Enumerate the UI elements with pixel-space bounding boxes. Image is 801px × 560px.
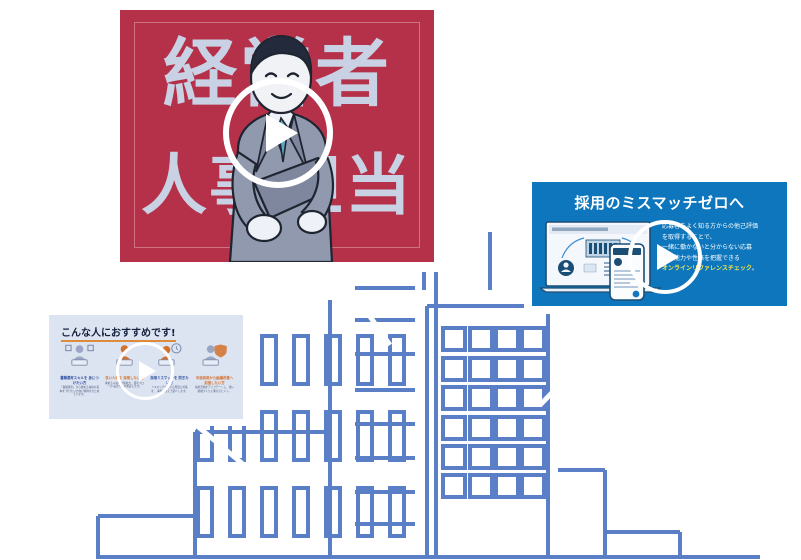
reference-check-title: 採用のミスマッチゼロへ [574,194,745,212]
callout-line-reference-check [538,311,632,407]
device-mockup-illustration [540,221,662,301]
reference-check-body-line-3: 一緒に働かないと分からない応募 [662,244,753,251]
building-left-tall-windows [196,334,406,538]
recommended-screen: こんな人におすすめです! 書類選考スキルを 身につけたい方 「書類選考」から始め… [49,315,243,419]
list-item-caption: 書類選考スキルを 身につけたい方 [60,376,99,385]
play-triangle-icon [657,244,679,270]
play-triangle-icon [139,361,156,381]
play-button-reference-check[interactable] [628,220,702,294]
person-shield-icon [202,344,227,366]
reference-check-body-line-1: 応募者をよく知る方からの他己評価 [662,223,759,230]
building-right-windows [441,326,546,499]
executive-screen: 経営者 人事担当者 [120,10,434,262]
play-triangle-icon [266,114,298,152]
play-button-recommended[interactable] [116,342,174,400]
list-item-body: 採用活動をアップデートし、強い 組織づくりに繋げるヒント。 [195,386,234,393]
list-item-body: ミスマッチが起きる原因と対策を、 事例を交えて紹介します。 [151,386,188,393]
reference-check-body-tail: 。 [751,265,758,272]
person-desk-icon [65,344,94,366]
building-center-windows [355,286,415,526]
list-item: 書類選考スキルを 身につけたい方 「書類選考」から始める採用の基本を 学びたい方… [59,343,100,397]
video-thumbnail-recommended[interactable]: こんな人におすすめです! 書類選考スキルを 身につけたい方 「書類選考」から始め… [42,308,250,426]
callout-line-executive [335,269,393,347]
video-thumbnail-reference-check[interactable]: 採用のミスマッチゼロへ [524,174,795,314]
video-thumbnail-executive[interactable]: 経営者 人事担当者 [110,0,444,272]
play-button-executive[interactable] [223,78,333,188]
list-item: 中途採用から組織改善へ 前進したい方 採用活動をアップデートし、強い 組織づくり… [194,343,235,397]
list-item-caption: 中途採用から組織改善へ 前進したい方 [195,376,234,385]
reference-check-highlight: オンラインリファレンスチェック [662,265,752,272]
list-item-body: 「書類選考」から始める採用の基本を 学びたい方向け資料をまとめています。 [59,386,100,397]
callout-line-recommended [194,423,252,472]
building-right-low [558,468,682,557]
recommended-title: こんな人におすすめです! [61,324,176,342]
reference-check-screen: 採用のミスマッチゼロへ [532,182,787,306]
